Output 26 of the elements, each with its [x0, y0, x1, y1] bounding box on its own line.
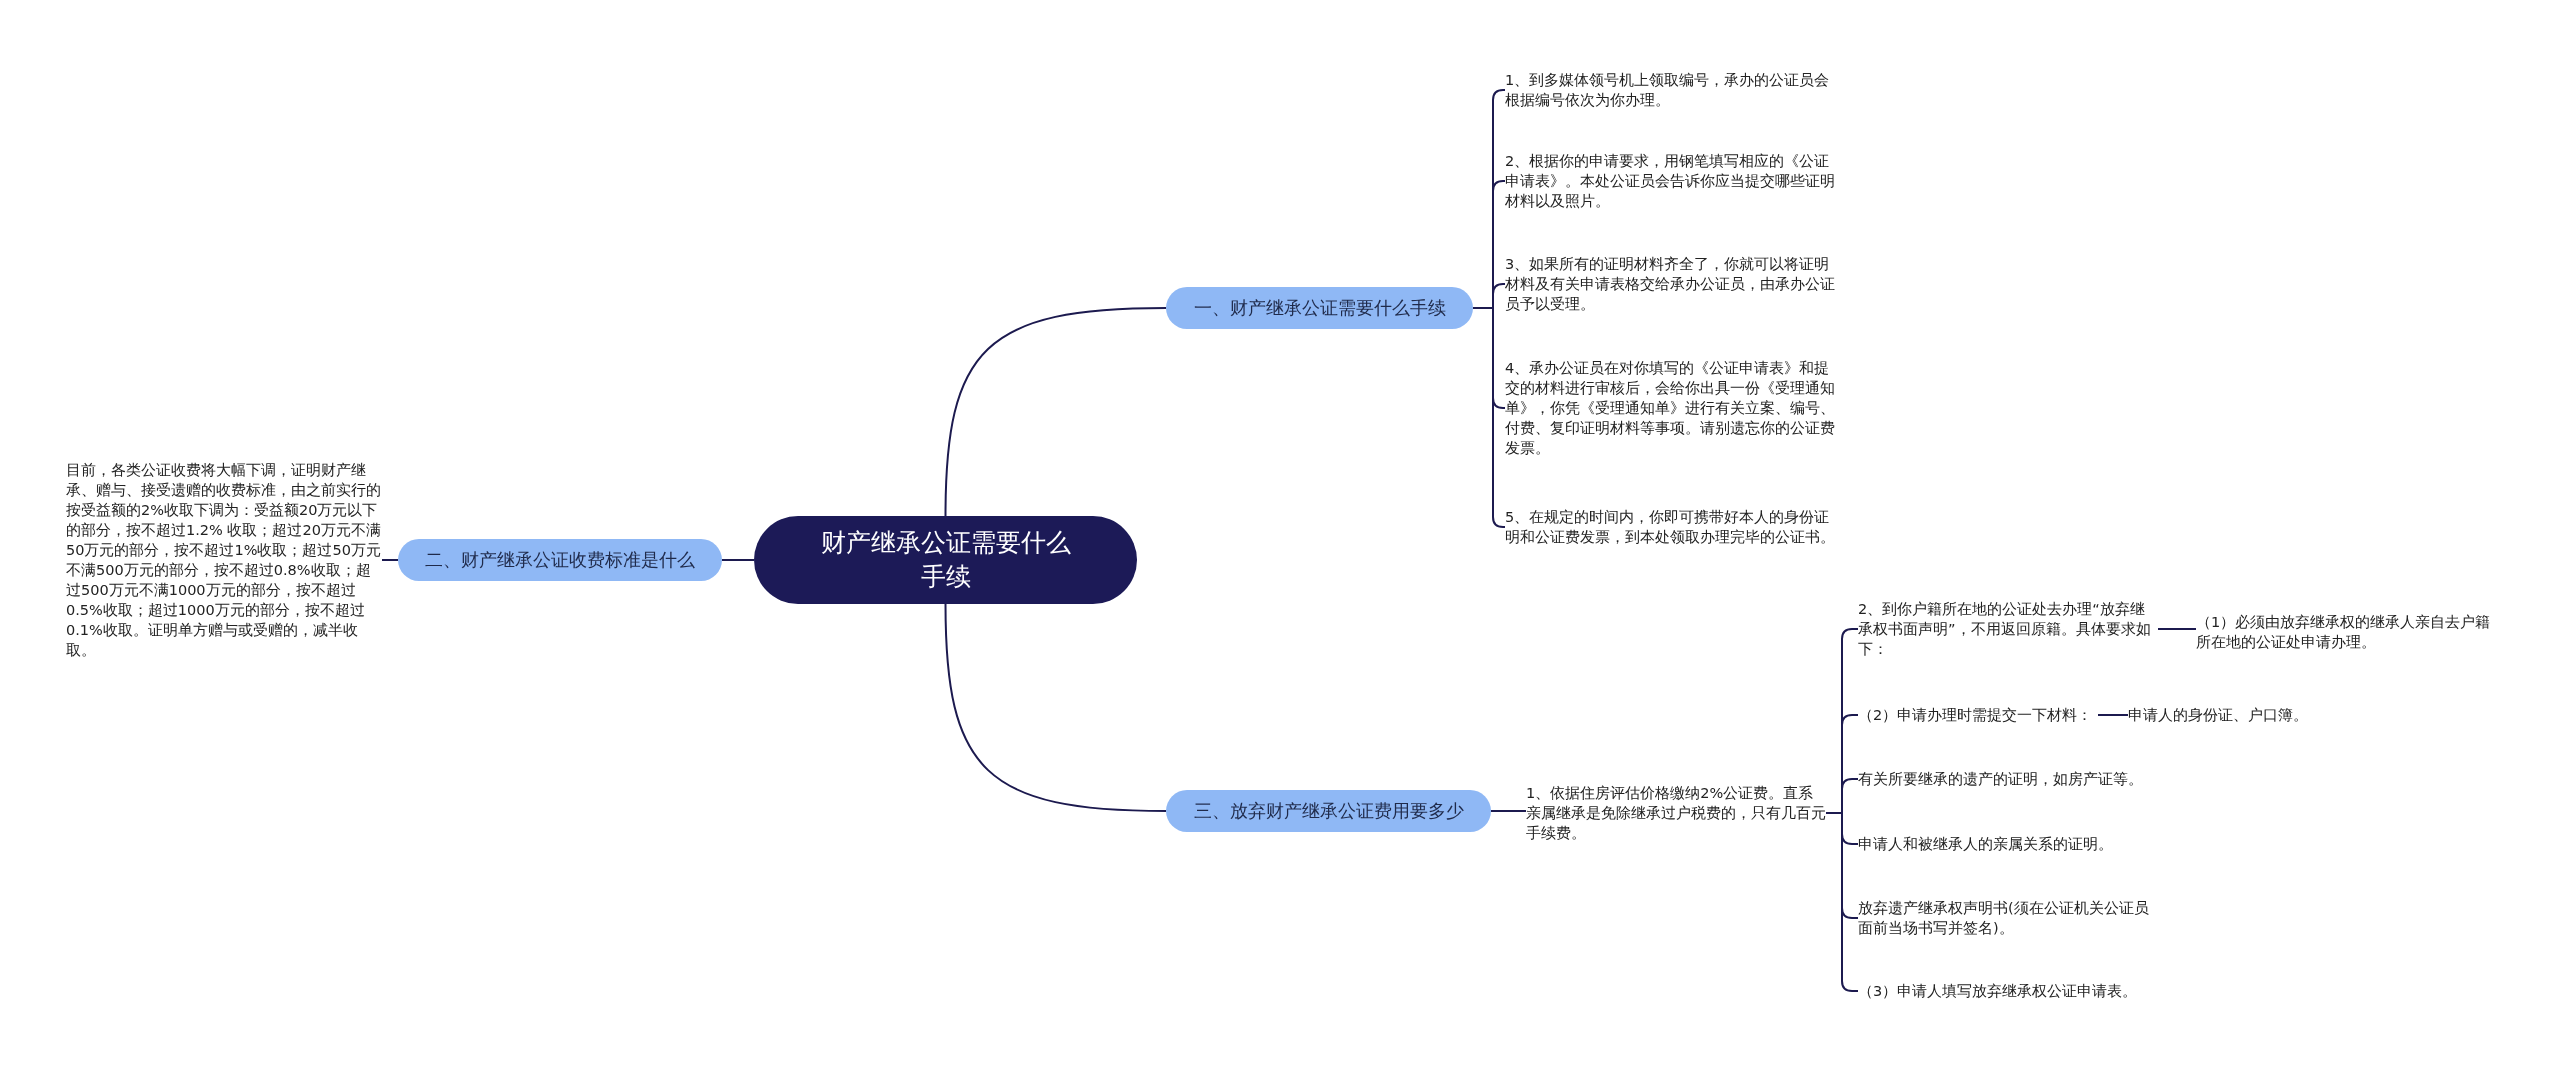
note-text: 4、承办公证员在对你填写的《公证申请表》和提交的材料进行审核后，会给你出具一份《受理通知单》，你凭《受理通知单》进行有关立案、编号、付费、复印证明材料等事项。请别遗忘你的公证费发票。: [1505, 356, 1835, 460]
note-text: 1、依据住房评估价格缴纳2%公证费。直系亲属继承是免除继承过户税费的，只有几百元手续费。: [1526, 781, 1826, 845]
note-text: 2、到你户籍所在地的公证处去办理“放弃继承权书面声明”，不用返回原籍。具体要求如下：: [1858, 597, 2158, 661]
note-text: （3）申请人填写放弃继承权公证申请表。: [1858, 979, 2158, 1003]
note-text: 放弃遗产继承权声明书(须在公证机关公证员面前当场书写并签名)。: [1858, 896, 2158, 940]
branch-box: 三、放弃财产继承公证费用要多少: [1166, 790, 1491, 832]
branch-box: 一、财产继承公证需要什么手续: [1166, 287, 1473, 329]
connector-line: [381, 559, 399, 561]
note-text: 申请人和被继承人的亲属关系的证明。: [1858, 832, 2158, 856]
connector-line: [721, 559, 755, 561]
connector-line: [944, 307, 1167, 517]
topic-box: 财产继承公证需要什么手续: [754, 516, 1137, 604]
note-text: 申请人的身份证、户口簿。: [2128, 703, 2348, 727]
note-text: 2、根据你的申请要求，用钢笔填写相应的《公证申请表》。本处公证员会告诉你应当提交哪些证明材料以及照片。: [1505, 149, 1835, 213]
note-text: （2）申请办理时需提交一下材料：: [1858, 703, 2098, 727]
note-text: 目前，各类公证收费将大幅下调，证明财产继承、赠与、接受遗赠的收费标准，由之前实行的按受益额的2%收取下调为：受益额20万元以下的部分，按不超过1.2% 收取；超过20万元不满50万元的部分，按不超过1%收取；超过50万元不满500万元的部分，按不超过0.8%收取；超过500万元不满1000万元的部分，按不超过0.5%收取；超过1000万元的部分，按不超过0.1%收取。证明单方赠与或受赠的，减半收取。: [66, 458, 382, 662]
note-text: 3、如果所有的证明材料齐全了，你就可以将证明材料及有关申请表格交给承办公证员，由承办公证员予以受理。: [1505, 252, 1835, 316]
connector-line: [944, 603, 1167, 812]
note-text: 1、到多媒体领号机上领取编号，承办的公证员会根据编号依次为你办理。: [1505, 68, 1835, 112]
branch-box: 二、财产继承公证收费标准是什么: [398, 539, 722, 581]
connector-line: [1490, 810, 1527, 812]
note-text: （1）必须由放弃继承权的继承人亲自去户籍所在地的公证处申请办理。: [2196, 610, 2496, 654]
note-text: 有关所要继承的遗产的证明，如房产证等。: [1858, 767, 2158, 791]
note-text: 5、在规定的时间内，你即可携带好本人的身份证明和公证费发票，到本处领取办理完毕的公证书。: [1505, 505, 1835, 549]
connector-line: [2097, 714, 2129, 716]
connector-line: [2157, 628, 2197, 630]
